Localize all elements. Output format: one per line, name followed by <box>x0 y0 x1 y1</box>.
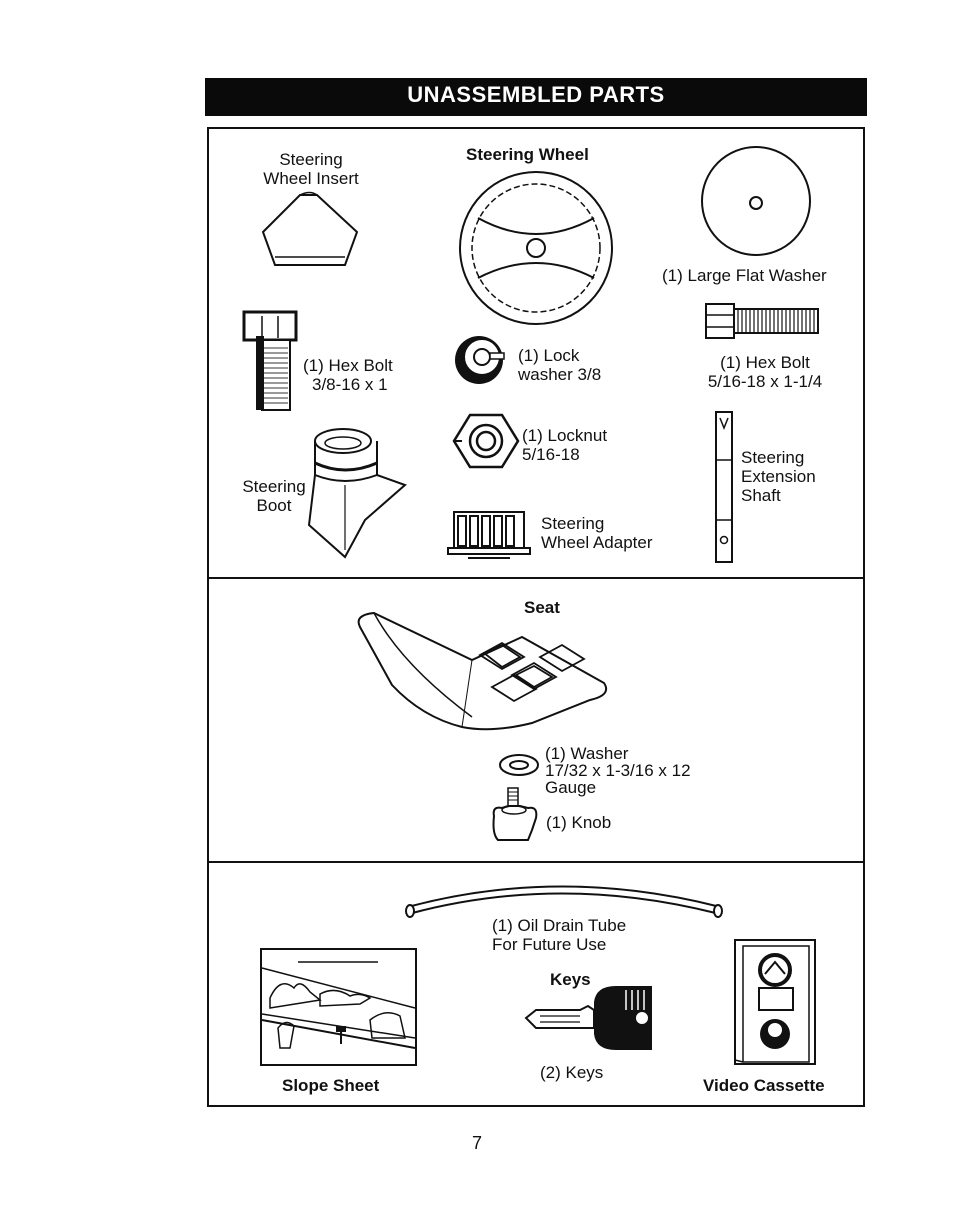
video-cassette-label: Video Cassette <box>703 1076 825 1095</box>
label-line: 5/16-18 <box>522 445 580 464</box>
keys-title: Keys <box>550 970 591 989</box>
hex-bolt-b-label: (1) Hex Bolt 5/16-18 x 1-1/4 <box>700 353 830 391</box>
label-line: Extension <box>741 467 816 486</box>
steering-wheel-title: Steering Wheel <box>466 145 589 164</box>
video-cassette-icon <box>734 939 816 1065</box>
label-line: Wheel Adapter <box>541 533 653 552</box>
label-line: 17/32 x 1-3/16 x 12 <box>545 761 691 780</box>
label-line: Steering <box>279 150 343 169</box>
label-line: 3/8-16 x 1 <box>312 375 388 394</box>
header-title: UNASSEMBLED PARTS <box>407 82 665 107</box>
label-line: (1) Hex Bolt <box>303 356 393 375</box>
label-line: (1) Washer <box>545 744 629 763</box>
label-line: 5/16-18 x 1-1/4 <box>707 372 823 391</box>
label-line: washer 3/8 <box>518 365 602 384</box>
label-line: Steering <box>541 514 605 533</box>
steering-boot-icon <box>307 428 407 559</box>
label-line: Steering <box>741 448 805 467</box>
slope-sheet-icon <box>260 948 417 1066</box>
label-line: Boot <box>256 496 292 515</box>
hex-bolt-a-label: (1) Hex Bolt 3/8-16 x 1 <box>303 356 393 394</box>
label-line: (1) Hex Bolt <box>720 353 810 372</box>
label-line: Gauge <box>545 778 597 797</box>
key-icon <box>524 986 652 1050</box>
lock-washer-label: (1) Lock washer 3/8 <box>518 346 601 384</box>
seat-washer-label: (1) Washer 17/32 x 1-3/16 x 12 Gauge <box>545 745 691 796</box>
divider-steering-seat <box>207 577 865 579</box>
locknut-label: (1) Locknut 5/16-18 <box>522 426 607 464</box>
keys-label: (2) Keys <box>540 1063 604 1082</box>
oil-drain-tube-label: (1) Oil Drain Tube For Future Use <box>492 916 626 954</box>
steering-extension-shaft-label: Steering Extension Shaft <box>741 448 816 505</box>
page-number: 7 <box>471 1133 482 1153</box>
hex-bolt-b-icon <box>705 303 819 339</box>
locknut-icon <box>452 413 520 469</box>
steering-wheel-insert-icon <box>261 191 359 266</box>
steering-wheel-adapter-icon <box>447 511 531 559</box>
lock-washer-icon <box>455 336 505 384</box>
divider-seat-misc <box>207 861 865 863</box>
label-line: (1) Oil Drain Tube <box>492 916 627 935</box>
parts-frame <box>207 127 865 1107</box>
knob-label: (1) Knob <box>546 813 612 832</box>
label-line: For Future Use <box>492 935 607 954</box>
steering-wheel-icon <box>459 171 613 325</box>
slope-sheet-label: Slope Sheet <box>282 1076 380 1095</box>
seat-icon <box>357 611 608 731</box>
washer-icon <box>499 754 539 776</box>
section-header: UNASSEMBLED PARTS <box>205 78 867 116</box>
label-line: Steering <box>242 477 306 496</box>
hex-bolt-icon <box>242 310 298 411</box>
oil-drain-tube-icon <box>405 885 723 918</box>
label-line: (1) Locknut <box>522 426 608 445</box>
label-line: (1) Lock <box>518 346 580 365</box>
label-line: Shaft <box>741 486 781 505</box>
label-line: Wheel Insert <box>263 169 359 188</box>
large-flat-washer-label: (1) Large Flat Washer <box>662 266 827 285</box>
steering-wheel-insert-label: Steering Wheel Insert <box>256 150 366 188</box>
knob-icon <box>492 787 538 841</box>
large-flat-washer-icon <box>701 146 811 256</box>
steering-boot-label: Steering Boot <box>238 477 310 515</box>
steering-wheel-adapter-label: Steering Wheel Adapter <box>541 514 653 552</box>
seat-title: Seat <box>524 598 560 617</box>
steering-extension-shaft-icon <box>715 411 733 563</box>
